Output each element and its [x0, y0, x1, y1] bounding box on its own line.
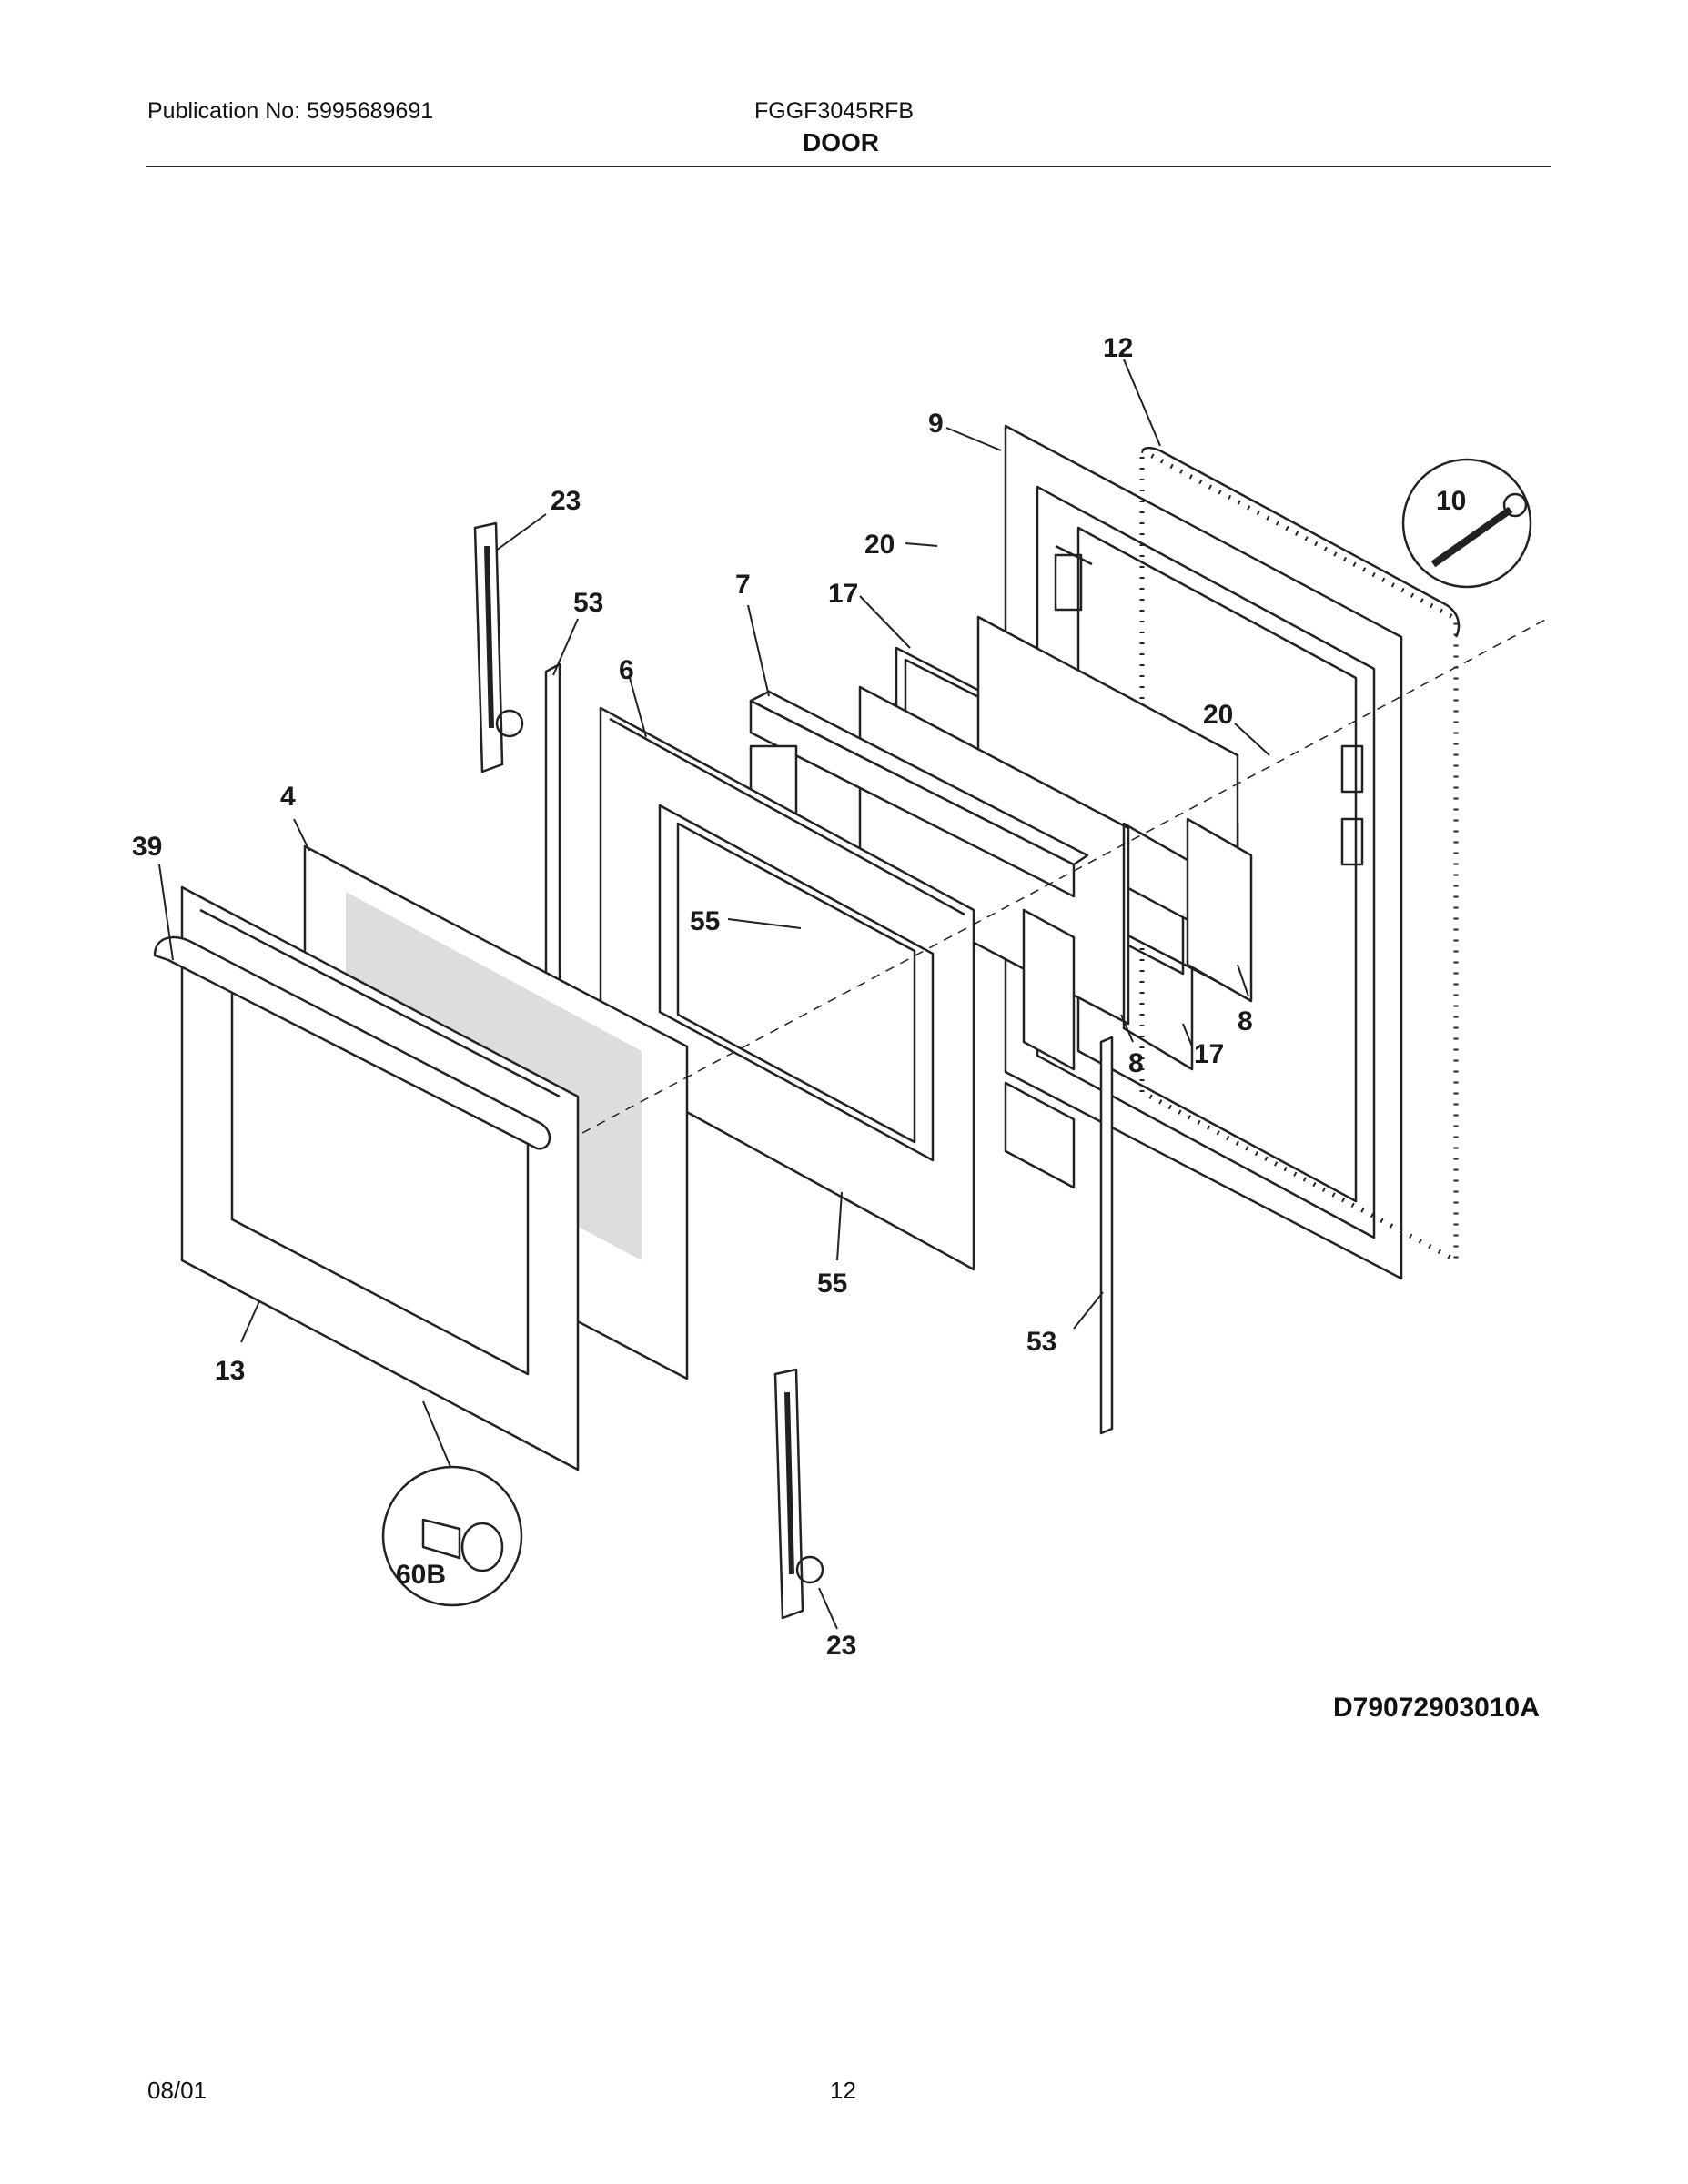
callout-10: 10	[1436, 486, 1466, 516]
callout-17-upper: 17	[828, 579, 858, 609]
callout-53-upper: 53	[573, 588, 603, 618]
callout-7: 7	[735, 570, 751, 600]
callout-60b: 60B	[396, 1560, 446, 1590]
inner-door-part	[599, 706, 975, 1271]
door-trim-left	[544, 662, 561, 996]
callout-53-lower: 53	[1026, 1327, 1056, 1357]
callout-12: 12	[1103, 333, 1133, 363]
callout-6: 6	[619, 655, 634, 685]
callout-20-upper: 20	[864, 530, 895, 560]
callout-39: 39	[132, 832, 162, 862]
door-gasket-part	[1139, 446, 1461, 1263]
page-number: 12	[830, 2077, 856, 2104]
header-divider	[146, 166, 1551, 167]
publication-number: Publication No: 5995689691	[147, 98, 434, 124]
bolt-detail-part	[1401, 458, 1532, 589]
door-trim-right	[1099, 1036, 1114, 1435]
callout-4: 4	[280, 782, 296, 812]
callout-20-lower: 20	[1203, 700, 1233, 730]
callout-23-upper: 23	[551, 486, 581, 516]
callout-55-upper: 55	[690, 906, 720, 936]
screw-detail-part	[381, 1465, 523, 1607]
callout-13: 13	[215, 1356, 245, 1386]
callout-8-right: 8	[1238, 1006, 1253, 1036]
drawing-code: D79072903010A	[1333, 1693, 1540, 1723]
model-number: FGGF3045RFB	[754, 98, 915, 124]
outer-door-part	[153, 885, 580, 1471]
callout-17-lower: 17	[1194, 1039, 1224, 1069]
callout-8-center: 8	[1128, 1048, 1144, 1078]
hinge-lower	[773, 1368, 824, 1620]
section-title: DOOR	[803, 128, 879, 157]
callout-55-lower: 55	[817, 1269, 847, 1299]
publication-date: 08/01	[147, 2077, 207, 2104]
callout-9: 9	[928, 409, 944, 439]
hinge-upper	[473, 521, 524, 774]
callout-23-lower: 23	[826, 1631, 856, 1661]
